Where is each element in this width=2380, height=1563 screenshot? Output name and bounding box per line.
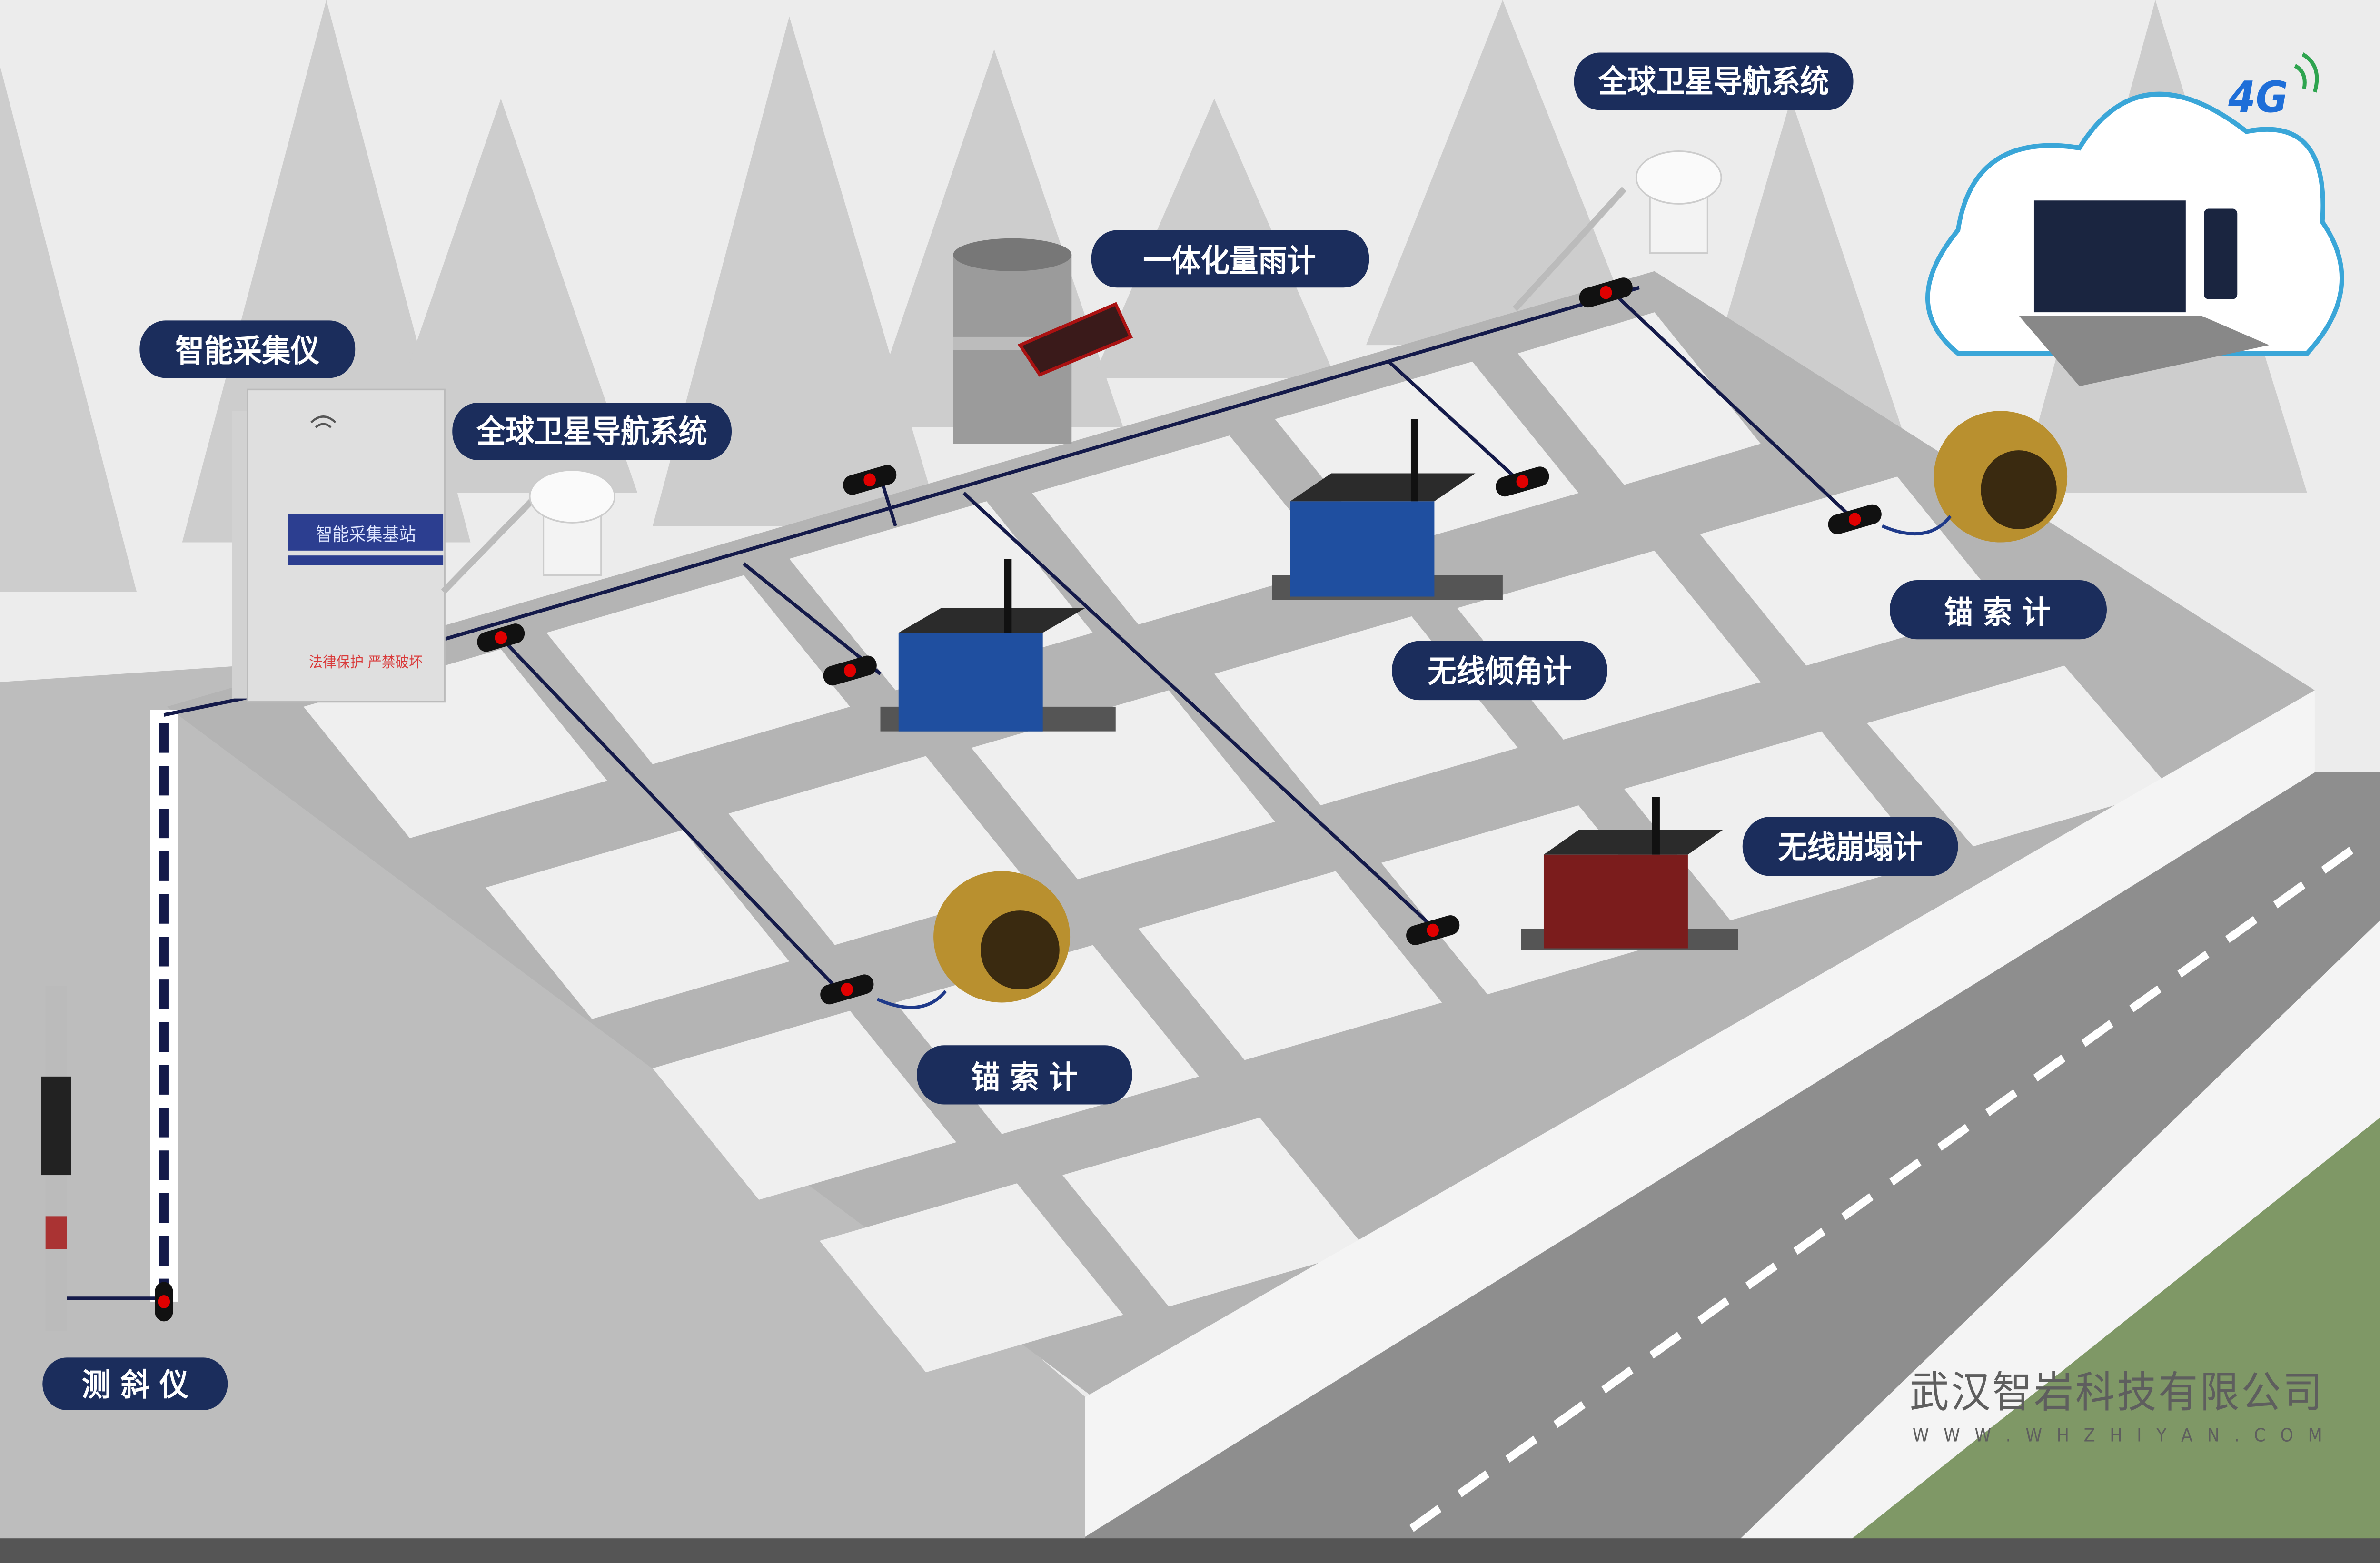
inclinometer-probe: [41, 986, 71, 1332]
label-collapse-meter: 无线崩塌计: [1742, 817, 1958, 876]
label-gnss-right: 全球卫星导航系统: [1574, 52, 1854, 110]
data-collector-device: 智能采集基站 法律保护 严禁破坏: [232, 388, 446, 703]
gnss-antenna-left: [441, 469, 616, 594]
cable-network: [60, 286, 1853, 1300]
label-rain-gauge: 一体化量雨计: [1091, 230, 1369, 288]
phone-icon: [2204, 208, 2238, 299]
label-gnss-left-text: 全球卫星导航系统: [476, 413, 707, 450]
anchor-meter-device-right: [1881, 411, 2068, 543]
label-tilt-meter: 无线倾角计: [1392, 641, 1607, 701]
tilt-meter-device-right: [1272, 419, 1503, 600]
collector-band-text: 智能采集基站: [316, 524, 416, 545]
label-rain-gauge-text: 一体化量雨计: [1143, 242, 1316, 278]
road: [1085, 772, 2380, 1563]
laptop-base: [2019, 316, 2270, 386]
road-curb: [1715, 920, 2380, 1563]
retaining-wall: [1085, 690, 2315, 1537]
collapse-meter-device: [1521, 797, 1738, 950]
ground-left: [0, 665, 1085, 1563]
label-gnss-left: 全球卫星导航系统: [452, 403, 732, 460]
company-url: W W W . W H Z H I Y A N . C O M: [1913, 1425, 2322, 1446]
label-anchor-right-text: 锚 索 计: [1944, 594, 2051, 630]
rain-gauge-device: [953, 238, 1133, 444]
label-inclinometer: 测 斜 仪: [42, 1357, 228, 1410]
laptop-screen: [2033, 200, 2186, 313]
collector-warning-text: 法律保护 严禁破坏: [309, 654, 423, 671]
label-anchor-left: 锚 索 计: [917, 1045, 1132, 1105]
label-collector: 智能采集仪: [139, 320, 356, 378]
label-gnss-right-text: 全球卫星导航系统: [1598, 63, 1829, 99]
label-tilt-meter-text: 无线倾角计: [1428, 653, 1572, 690]
4g-badge: 4G: [2228, 73, 2288, 122]
cloud-platform: 4G: [1925, 52, 2344, 386]
label-inclinometer-text: 测 斜 仪: [82, 1366, 188, 1403]
grass-area: [1821, 1118, 2380, 1563]
label-collapse-meter-text: 无线崩塌计: [1778, 829, 1923, 865]
wifi-icon: [310, 415, 337, 428]
bottom-bar: [0, 1538, 2380, 1563]
anchor-meter-device-left: [876, 871, 1071, 1009]
label-anchor-right: 锚 索 计: [1890, 580, 2107, 640]
tilt-meter-device-left: [880, 559, 1116, 732]
cable-connectors: [155, 277, 1882, 1322]
road-lane-marking: [1409, 834, 2370, 1532]
label-collector-text: 智能采集仪: [175, 332, 319, 369]
label-anchor-left-text: 锚 索 计: [971, 1059, 1078, 1096]
slope-panels: [303, 312, 2171, 1373]
signal-icon: [2294, 52, 2319, 93]
gnss-antenna-right: [1512, 150, 1722, 312]
